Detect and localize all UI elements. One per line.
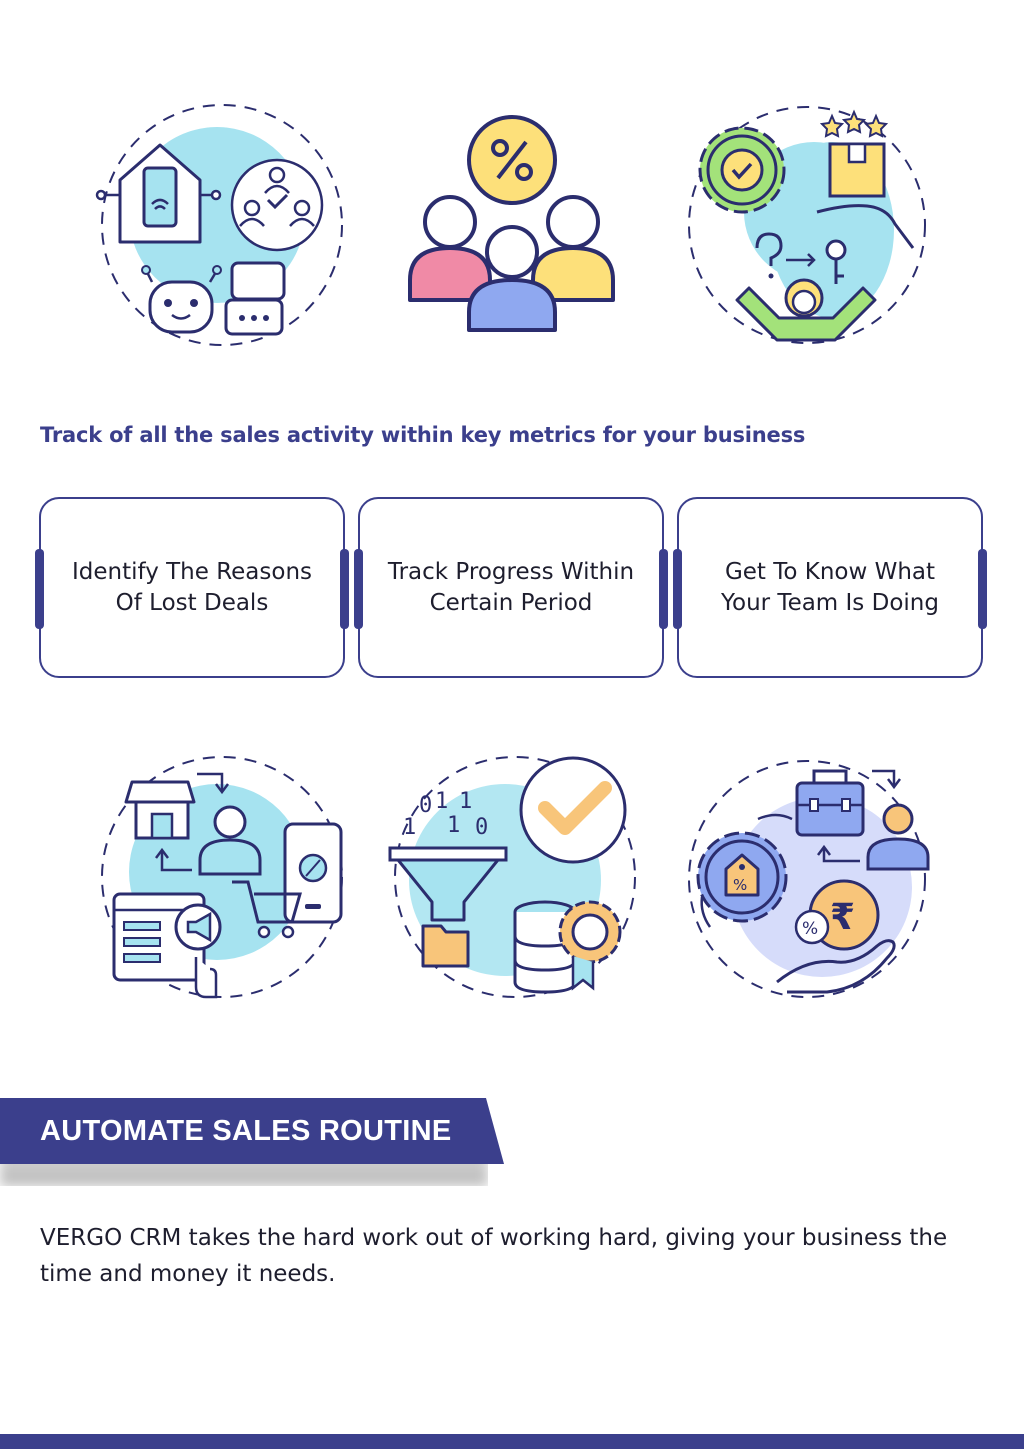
card-tab-right xyxy=(340,549,349,629)
card-tab-left xyxy=(673,549,682,629)
card-tab-left xyxy=(35,549,44,629)
svg-text:0: 0 xyxy=(419,793,432,818)
svg-text:%: % xyxy=(802,919,818,939)
card-line-2: Your Team Is Doing xyxy=(721,589,939,616)
svg-text:1: 1 xyxy=(447,813,460,838)
card-text: Get To Know What Your Team Is Doing xyxy=(695,557,965,619)
card-line-1: Get To Know What xyxy=(724,558,936,585)
card-tab-right xyxy=(978,549,987,629)
card-text: Track Progress Within Certain Period xyxy=(376,557,646,619)
section-tagline: Track of all the sales activity within k… xyxy=(40,423,806,447)
feature-card-lost-deals: Identify The Reasons Of Lost Deals xyxy=(35,497,349,678)
banner-title: AUTOMATE SALES ROUTINE xyxy=(40,1114,452,1147)
card-line-1: Identify The Reasons xyxy=(71,558,313,585)
svg-text:0: 0 xyxy=(475,815,488,840)
pricing-strategy-icon: % ₹ % xyxy=(682,757,932,1002)
data-funnel-database-icon: 1 0 1 1 1 0 xyxy=(385,752,640,1002)
card-line-2: Certain Period xyxy=(429,589,593,616)
feature-card-track-progress: Track Progress Within Certain Period xyxy=(354,497,668,678)
svg-text:1: 1 xyxy=(435,789,448,814)
body-paragraph: VERGO CRM takes the hard work out of wor… xyxy=(40,1220,980,1292)
discount-team-icon xyxy=(405,112,620,337)
card-tab-right xyxy=(659,549,668,629)
card-line-1: Track Progress Within xyxy=(387,558,635,585)
card-text: Identify The Reasons Of Lost Deals xyxy=(57,557,327,619)
svg-text:%: % xyxy=(733,876,747,894)
svg-text:1: 1 xyxy=(403,815,416,840)
body-line-1: VERGO CRM takes the hard work out of wor… xyxy=(40,1225,948,1251)
svg-text:1: 1 xyxy=(459,789,472,814)
card-line-2: Of Lost Deals xyxy=(115,589,269,616)
section-banner: AUTOMATE SALES ROUTINE xyxy=(0,1098,504,1164)
footer-bar xyxy=(0,1434,1024,1449)
svg-text:₹: ₹ xyxy=(830,897,855,938)
body-line-2: time and money it needs. xyxy=(40,1261,336,1287)
customer-service-satisfaction-icon xyxy=(682,100,927,350)
card-tab-left xyxy=(354,549,363,629)
marketing-shop-icon xyxy=(92,752,347,1002)
smart-home-ai-team-icon xyxy=(92,100,352,350)
feature-card-team-activity: Get To Know What Your Team Is Doing xyxy=(673,497,987,678)
